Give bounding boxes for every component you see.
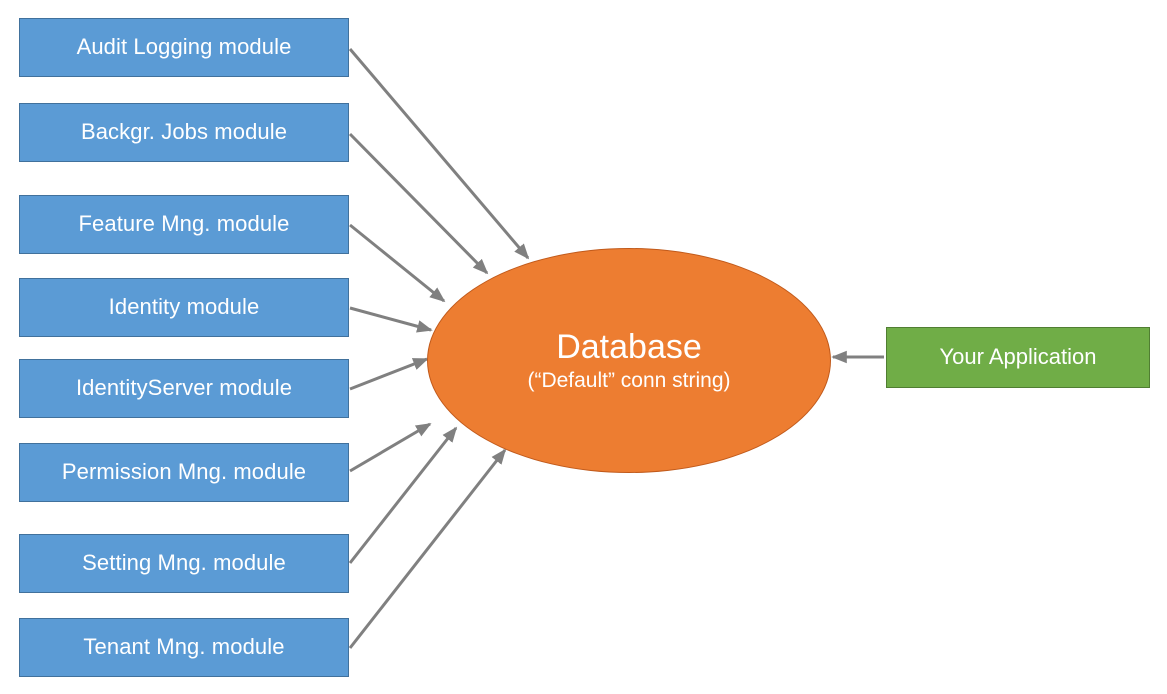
module-box[interactable]: Feature Mng. module: [19, 195, 349, 254]
module-box[interactable]: Setting Mng. module: [19, 534, 349, 593]
arrow-identityserver-to-database: [349, 357, 429, 391]
module-box[interactable]: Audit Logging module: [19, 18, 349, 77]
module-label: Tenant Mng. module: [83, 634, 285, 660]
database-subtitle: (“Default” conn string): [527, 368, 731, 392]
module-box[interactable]: Permission Mng. module: [19, 443, 349, 502]
module-label: Identity module: [108, 294, 260, 320]
arrow-feature-mng-to-database: [349, 223, 446, 303]
module-label: Backgr. Jobs module: [80, 119, 288, 145]
module-label: Setting Mng. module: [82, 550, 286, 576]
application-label: Your Application: [939, 344, 1097, 370]
database-node[interactable]: Database (“Default” conn string): [427, 248, 831, 473]
application-node[interactable]: Your Application: [886, 327, 1150, 388]
module-label: Audit Logging module: [76, 34, 292, 60]
arrow-tenant-mng-to-database: [348, 448, 507, 649]
module-box[interactable]: Identity module: [19, 278, 349, 337]
module-label: IdentityServer module: [75, 375, 293, 401]
arrow-permission-mng-to-database: [349, 422, 432, 473]
arrow-background-jobs-to-database: [348, 132, 489, 275]
arrow-setting-mng-to-database: [348, 426, 458, 564]
module-label: Feature Mng. module: [78, 211, 290, 237]
module-label: Permission Mng. module: [61, 459, 307, 485]
module-box[interactable]: Tenant Mng. module: [19, 618, 349, 677]
module-box[interactable]: Backgr. Jobs module: [19, 103, 349, 162]
module-box[interactable]: IdentityServer module: [19, 359, 349, 418]
database-title: Database: [556, 327, 702, 366]
arrow-identity-to-database: [349, 306, 433, 333]
arrow-audit-logging-to-database: [348, 48, 530, 260]
